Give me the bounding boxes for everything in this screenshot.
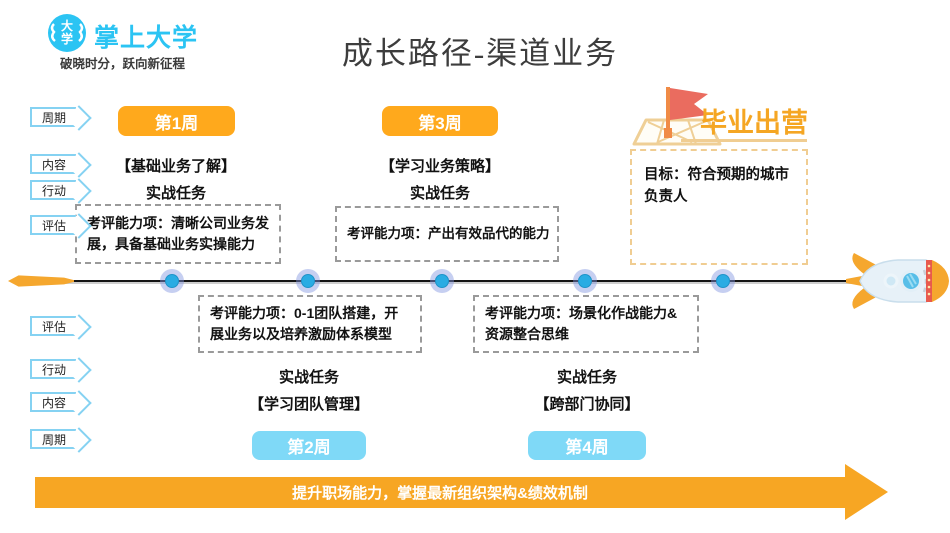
- timeline-dot: [711, 269, 735, 293]
- week-3-badge: 第3周: [382, 106, 498, 136]
- week-2-content: 【学习团队管理】: [248, 396, 369, 413]
- flag-map-icon: [632, 87, 722, 146]
- brand-logo-icon: 大 学: [48, 14, 86, 52]
- page-title: 成长路径-渠道业务: [341, 36, 619, 71]
- rocket-icon: [846, 253, 949, 309]
- row-label-cycle-top: 周期: [30, 107, 76, 127]
- timeline-dot: [296, 269, 320, 293]
- row-label-eval-top: 评估: [30, 215, 76, 235]
- timeline-line: [66, 280, 854, 282]
- week-4-evaluation: 考评能力项：场景化作战能力&资源整合思维: [473, 295, 699, 353]
- week-3-content: 【学习业务策略】: [379, 158, 500, 175]
- week-4-content: 【跨部门协同】: [534, 396, 640, 413]
- week-1-action: 实战任务: [145, 185, 206, 202]
- brand-name: 掌上大学: [94, 24, 199, 52]
- logo-char-bottom: 学: [61, 31, 73, 46]
- timeline-tail-arrow: [8, 275, 74, 287]
- brand-tagline: 破晓时分，跃向新征程: [60, 57, 186, 71]
- bottom-banner-arrowhead: [845, 464, 888, 520]
- graduation-underline: [681, 139, 807, 142]
- row-label-cycle-bottom: 周期: [30, 429, 76, 449]
- graduation-goal-box: 目标：符合预期的城市负责人: [630, 149, 808, 265]
- week-1-content: 【基础业务了解】: [115, 158, 236, 175]
- row-label-eval-bottom: 评估: [30, 316, 76, 336]
- row-label-action-bottom: 行动: [30, 359, 76, 379]
- row-label-content-top: 内容: [30, 154, 76, 174]
- row-label-action-top: 行动: [30, 180, 76, 200]
- week-2-evaluation: 考评能力项：0-1团队搭建，开展业务以及培养激励体系模型: [198, 295, 422, 353]
- week-1-badge: 第1周: [118, 106, 235, 136]
- bottom-banner: 提升职场能力，掌握最新组织架构&绩效机制: [35, 477, 845, 508]
- week-3-evaluation: 考评能力项：产出有效品代的能力: [335, 206, 559, 262]
- graduation-title: 毕业出营: [700, 108, 808, 138]
- week-4-action: 实战任务: [556, 369, 617, 386]
- timeline-dot: [160, 269, 184, 293]
- row-label-content-bottom: 内容: [30, 392, 76, 412]
- week-4-badge: 第4周: [528, 431, 646, 460]
- week-2-action: 实战任务: [278, 369, 339, 386]
- week-2-badge: 第2周: [252, 431, 366, 460]
- week-1-evaluation: 考评能力项：清晰公司业务发展，具备基础业务实操能力: [75, 204, 281, 264]
- timeline-dot: [430, 269, 454, 293]
- timeline-dot: [573, 269, 597, 293]
- logo-char-top: 大: [61, 18, 73, 33]
- week-3-action: 实战任务: [409, 185, 470, 202]
